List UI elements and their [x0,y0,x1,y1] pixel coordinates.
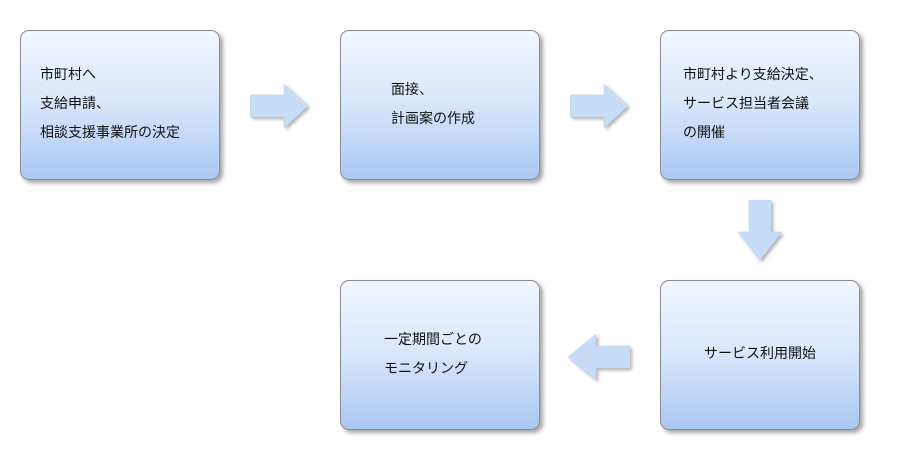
step-line: 市町村へ [40,67,96,83]
step-box-interview: 面接、 計画案の作成 [340,30,540,180]
step-line: サービス担当者会議 [683,96,809,112]
step-text: 一定期間ごとの モニタリング [384,326,482,384]
step-line: 一定期間ごとの [384,332,482,348]
step-line: 相談支援事業所の決定 [40,125,180,141]
step-box-application: 市町村へ 支給申請、 相談支援事業所の決定 [20,30,220,180]
step-line: の開催 [683,125,725,141]
step-line: 面接、 [391,82,433,98]
step-line: 支給申請、 [40,96,110,112]
step-box-decision-meeting: 市町村より支給決定、 サービス担当者会議 の開催 [660,30,860,180]
arrow-right-icon [570,84,628,128]
step-line: サービス利用開始 [704,346,816,362]
arrow-left-icon [568,334,630,380]
step-text: 市町村より支給決定、 サービス担当者会議 の開催 [683,61,823,148]
step-text: 市町村へ 支給申請、 相談支援事業所の決定 [40,61,180,148]
step-box-service-start: サービス利用開始 [660,280,860,430]
arrow-down-icon [738,200,782,260]
arrow-right-icon [250,84,308,128]
step-text: 面接、 計画案の作成 [391,76,475,134]
step-text: サービス利用開始 [661,340,859,369]
step-box-monitoring: 一定期間ごとの モニタリング [340,280,540,430]
step-line: 市町村より支給決定、 [683,67,823,83]
step-line: モニタリング [384,361,468,377]
step-line: 計画案の作成 [391,111,475,127]
